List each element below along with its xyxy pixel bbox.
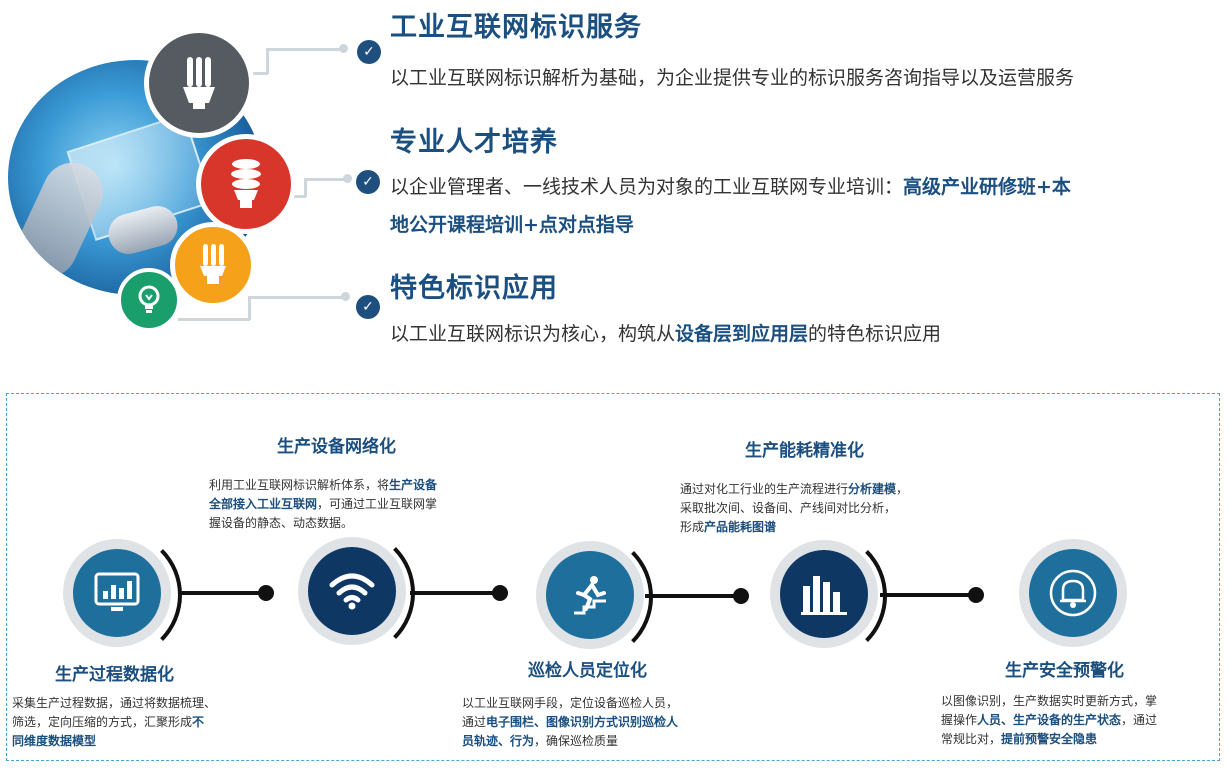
feature-title: 生产能耗精准化	[745, 441, 864, 461]
feature-description: 采集生产过程数据，通过将数据梳理、 筛选，定向压缩的方式，汇聚形成不 同维度数据…	[12, 696, 217, 748]
service-description: 以工业互联网标识解析为基础，为企业提供专业的标识服务咨询指导以及运营服务	[390, 67, 1075, 89]
connector-line	[248, 296, 251, 320]
feature-icon-circle	[298, 537, 406, 645]
connector-dot	[341, 292, 350, 301]
bar-chart-icon	[780, 550, 868, 638]
connector-bar	[880, 593, 978, 597]
connector-bar	[645, 594, 743, 598]
feature-icon-circle	[536, 541, 644, 649]
connector-line	[178, 318, 250, 321]
connector-line	[248, 296, 342, 299]
cfl-bulb-icon	[170, 222, 256, 308]
check-icon: ✓	[356, 170, 380, 194]
feature-icon-circle	[770, 540, 878, 648]
tube-lamp-icon	[144, 28, 254, 138]
check-icon: ✓	[356, 295, 380, 319]
feature-title: 生产设备网络化	[277, 437, 396, 457]
service-title: 工业互联网标识服务	[390, 12, 642, 43]
connector-line	[294, 195, 306, 198]
monitor-chart-icon	[73, 549, 161, 637]
service-description: 以工业互联网标识为核心，构筑从设备层到应用层的特色标识应用	[390, 323, 942, 345]
features-panel	[6, 393, 1220, 761]
connector-line	[266, 48, 340, 51]
connector-bar	[410, 591, 502, 595]
service-title: 特色标识应用	[390, 273, 558, 304]
check-icon: ✓	[357, 40, 381, 64]
connector-dot	[339, 44, 348, 53]
wifi-icon	[308, 547, 396, 635]
feature-description: 以工业互联网手段，定位设备巡检人员， 通过电子围栏、图像识别方式识别巡检人 员轨…	[462, 696, 679, 748]
arc-decoration	[523, 532, 653, 662]
connector-bar	[178, 591, 270, 595]
feature-description: 通过对化工行业的生产流程进行分析建模， 采取批次间、设备间、产线间对比分析， 形…	[680, 482, 909, 534]
connector-line	[266, 48, 269, 74]
connector-line	[304, 178, 344, 181]
connector-end-dot	[492, 585, 508, 601]
bell-icon	[1029, 549, 1117, 637]
person-running-icon	[546, 551, 634, 639]
arc-decoration	[52, 530, 182, 660]
spiral-bulb-icon	[196, 134, 296, 234]
connector-line	[250, 72, 268, 75]
service-description: 以企业管理者、一线技术人员为对象的工业互联网专业培训：高级产业研修班+本 地公开…	[390, 176, 1071, 236]
lightbulb-icon	[117, 268, 181, 332]
feature-title: 生产安全预警化	[1005, 661, 1124, 681]
feature-description: 以图像识别，生产数据实时更新方式，掌 握操作人员、生产设备的生产状态，通过 常规…	[941, 694, 1158, 746]
connector-line	[304, 178, 307, 197]
connector-dot	[343, 174, 352, 183]
arc-decoration	[285, 528, 415, 658]
feature-icon-circle	[63, 539, 171, 647]
feature-description: 利用工业互联网标识解析体系，将生产设备 全部接入工业互联网，可通过工业互联网掌 …	[209, 478, 438, 530]
connector-end-dot	[968, 587, 984, 603]
feature-title: 生产过程数据化	[55, 665, 174, 685]
feature-icon-circle	[1019, 539, 1127, 647]
service-title: 专业人才培养	[390, 127, 558, 158]
feature-title: 巡检人员定位化	[528, 661, 647, 681]
connector-end-dot	[258, 585, 274, 601]
connector-end-dot	[733, 588, 749, 604]
arc-decoration	[757, 531, 887, 661]
